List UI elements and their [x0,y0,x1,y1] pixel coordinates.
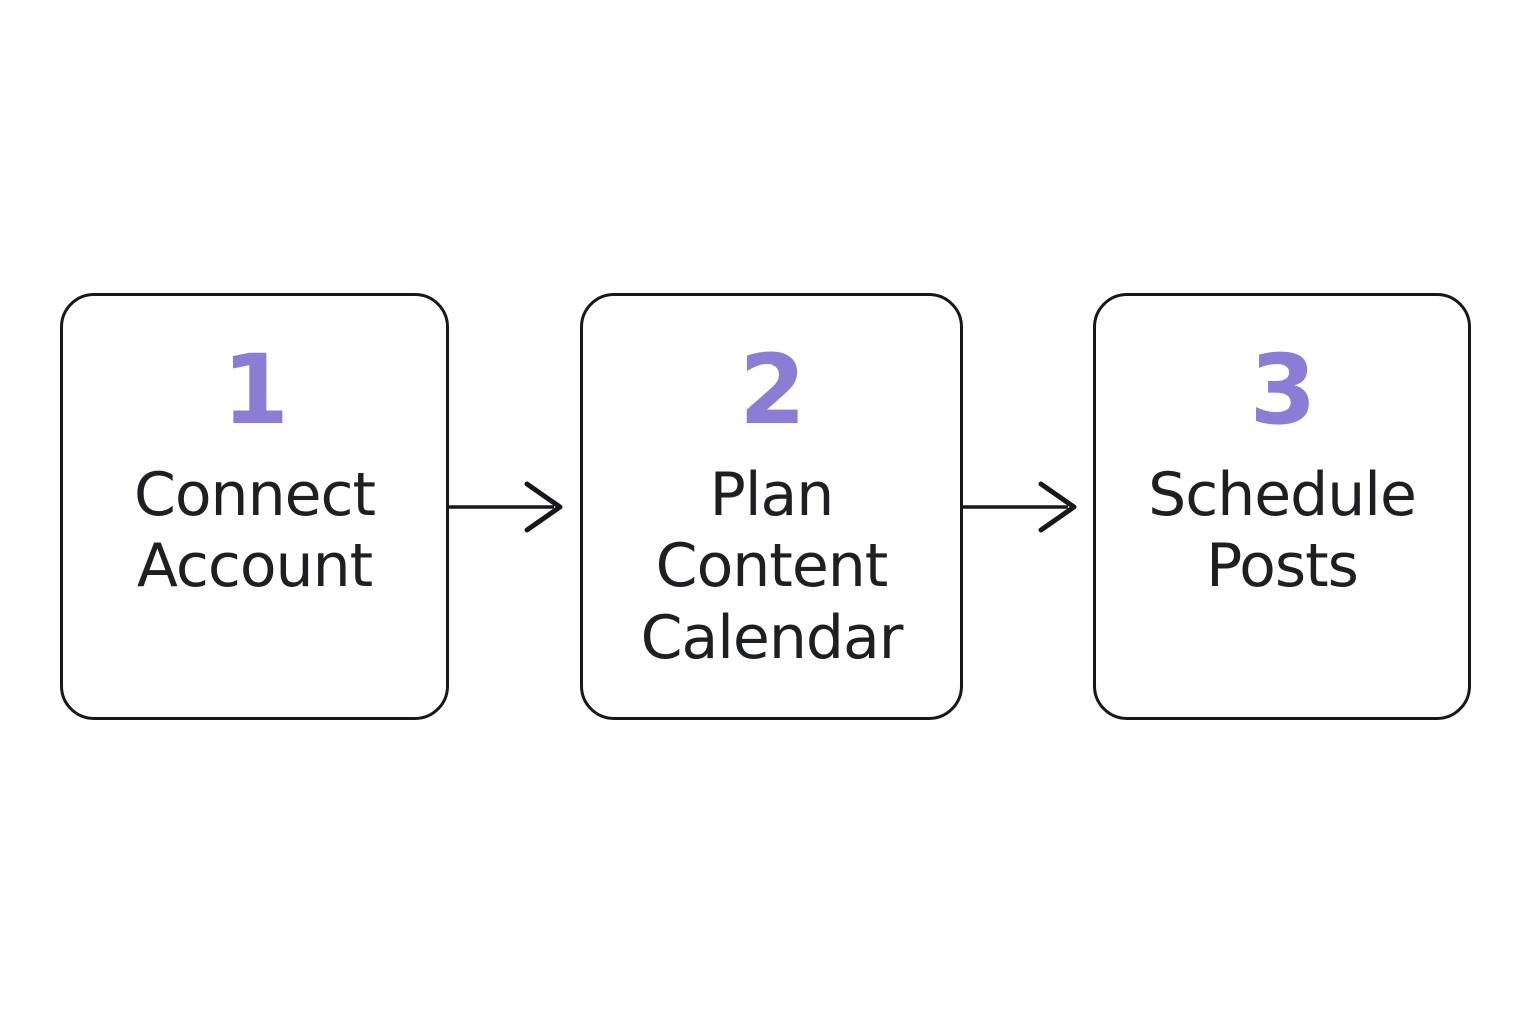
step-box-schedule-posts: 3 Schedule Posts [1093,293,1471,720]
step-box-plan-content-calendar: 2 Plan Content Calendar [580,293,963,720]
step-label-schedule-posts: Schedule Posts [1148,460,1417,602]
step-label-connect-account: Connect Account [133,460,376,602]
arrow-right-icon [962,478,1094,536]
step-label-plan-content-calendar: Plan Content Calendar [640,460,904,673]
step-box-connect-account: 1 Connect Account [60,293,449,720]
step-number-3: 3 [1249,334,1317,446]
step-number-2: 2 [739,334,806,446]
step-number-1: 1 [222,334,289,446]
arrow-right-icon [448,478,580,536]
